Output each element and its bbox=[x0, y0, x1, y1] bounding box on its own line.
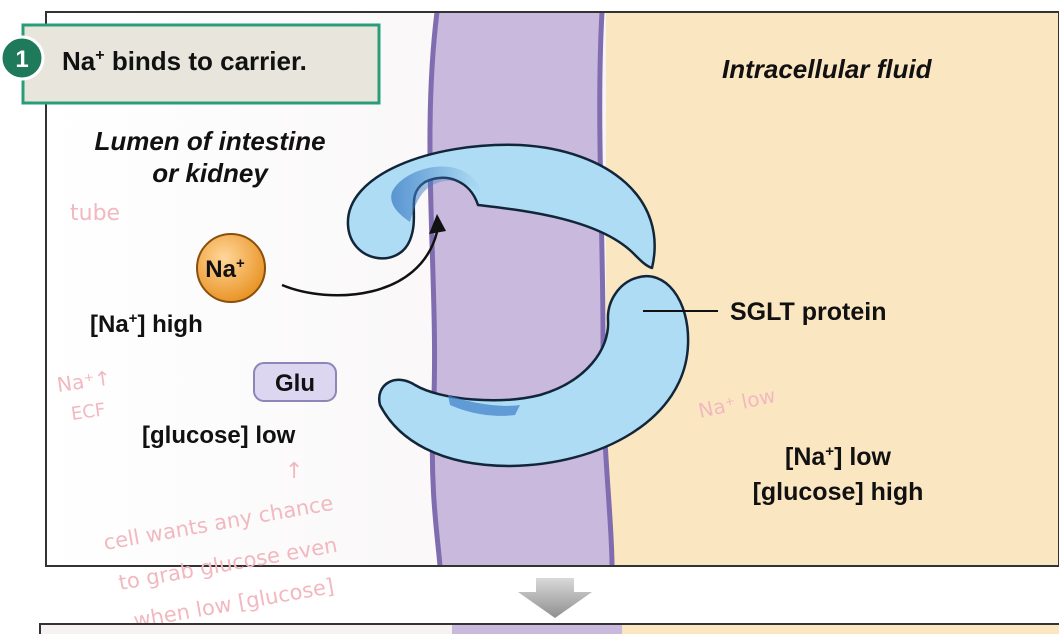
step-number: 1 bbox=[15, 46, 28, 73]
sglt-protein-label: SGLT protein bbox=[730, 298, 886, 326]
note-tube: tube bbox=[70, 201, 120, 226]
cell-sodium-concentration: [Na+] low bbox=[785, 443, 892, 471]
na-arrow-head bbox=[429, 214, 446, 234]
next-step-arrow bbox=[518, 578, 592, 618]
glucose-molecule bbox=[253, 362, 337, 402]
glucose-label: Glu bbox=[275, 370, 315, 397]
panel-frame bbox=[45, 11, 1059, 567]
cell-membrane bbox=[429, 12, 612, 566]
next-panel-cell bbox=[622, 625, 1059, 634]
na-path-arrow bbox=[281, 231, 439, 297]
membrane-outer-edge bbox=[427, 11, 443, 567]
next-panel-membrane bbox=[452, 625, 622, 634]
intracellular-label: Intracellular fluid bbox=[722, 54, 933, 84]
lumen-sodium-concentration: [Na+] high bbox=[90, 310, 203, 338]
step-caption: Na+ binds to carrier. bbox=[62, 46, 307, 76]
sodium-ion-label: Na+ bbox=[205, 255, 245, 283]
step-callout bbox=[21, 23, 381, 105]
lumen-label-line2: or kidney bbox=[152, 158, 269, 188]
sodium-ion bbox=[196, 233, 266, 303]
intracellular-region bbox=[606, 12, 1059, 566]
membrane-inner-edge bbox=[597, 11, 615, 567]
sglt-binding-pocket bbox=[391, 166, 482, 222]
sglt-lower-site bbox=[448, 395, 520, 416]
step-badge bbox=[0, 35, 45, 81]
cell-glucose-concentration: [glucose] high bbox=[753, 478, 924, 506]
sglt-lower-lobe bbox=[377, 275, 690, 468]
lumen-glucose-concentration: [glucose] low bbox=[142, 422, 296, 449]
note-arrow: ↑ bbox=[285, 459, 303, 484]
note-ecf: ECF bbox=[70, 399, 107, 425]
lumen-label-line1: Lumen of intestine bbox=[94, 126, 325, 156]
